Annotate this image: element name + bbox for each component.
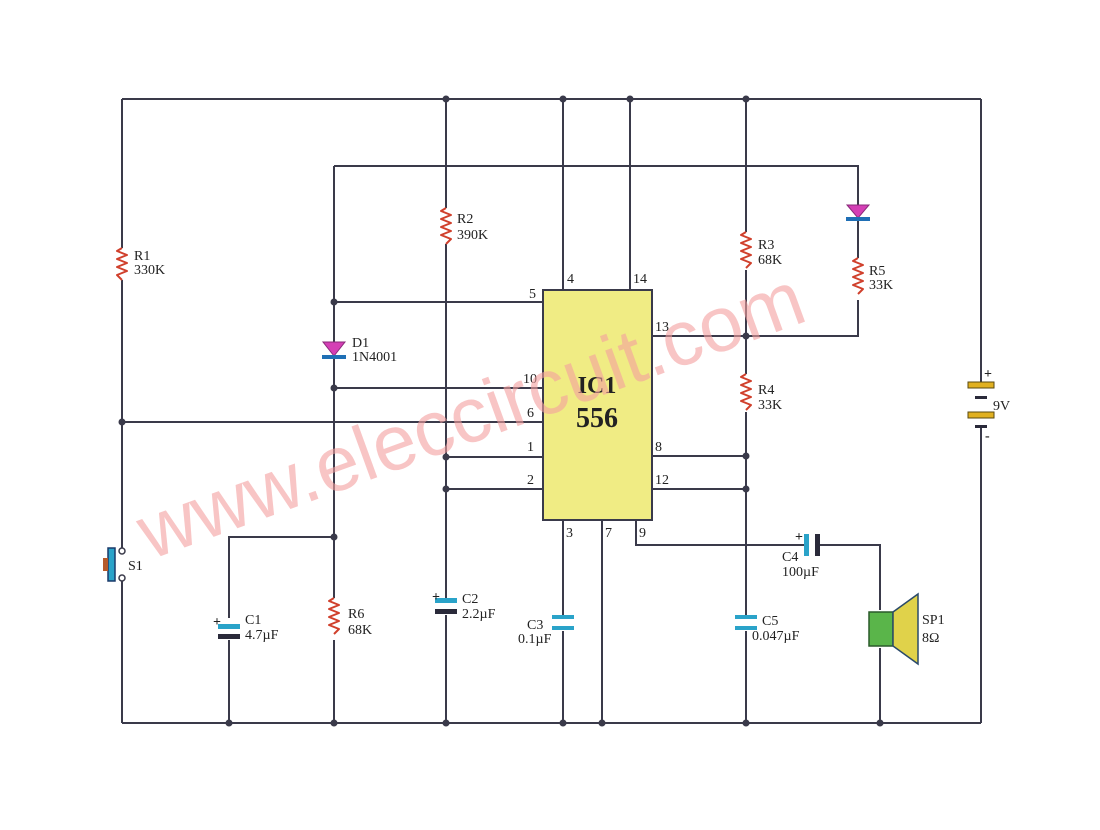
- c4-value: 100µF: [782, 565, 819, 580]
- r4-value: 33K: [758, 398, 782, 413]
- diode-d1: D1 1N4001: [321, 336, 397, 365]
- resistor-r2: R2 390K: [440, 207, 488, 245]
- resistor-icon: [116, 247, 128, 281]
- c1-value: 4.7µF: [245, 628, 279, 643]
- junction-dots: [118, 95, 884, 727]
- resistor-icon: [740, 373, 752, 411]
- c2-value: 2.2µF: [462, 607, 496, 622]
- r3-ref: R3: [758, 238, 774, 253]
- capacitor-c3: C3 0.1µF: [518, 615, 574, 647]
- capacitor-c4: + C4 100µF: [782, 530, 820, 580]
- wires: [121, 98, 982, 724]
- pin-14-label: 14: [633, 272, 647, 287]
- r4-ref: R4: [758, 383, 774, 398]
- r1-ref: R1: [134, 249, 150, 264]
- pin-10-label: 10: [523, 372, 537, 387]
- r2-value: 390K: [457, 228, 488, 243]
- pin-4-label: 4: [567, 272, 574, 287]
- c1-ref: C1: [245, 613, 261, 628]
- speaker-icon: [868, 592, 919, 666]
- capacitor-icon: +: [795, 530, 820, 556]
- capacitor-c5: C5 0.047µF: [735, 614, 800, 644]
- pin-1-label: 1: [527, 440, 534, 455]
- pin-5-label: 5: [529, 287, 536, 302]
- r2-ref: R2: [457, 212, 473, 227]
- diode-icon: [321, 341, 347, 359]
- ic1-chip: IC1 556: [542, 289, 653, 521]
- r5-value: 33K: [869, 278, 893, 293]
- capacitor-icon: [735, 615, 757, 630]
- battery-plus: +: [984, 367, 992, 382]
- resistor-icon: [328, 597, 340, 635]
- r5-ref: R5: [869, 264, 885, 279]
- c2-plus: +: [432, 590, 440, 605]
- diode-icon: [845, 204, 871, 221]
- r1-value: 330K: [134, 263, 165, 278]
- c2-ref: C2: [462, 592, 478, 607]
- r6-ref: R6: [348, 607, 364, 622]
- resistor-icon: [440, 207, 452, 245]
- r6-value: 68K: [348, 623, 372, 638]
- c4-plus: +: [795, 530, 803, 545]
- switch-icon: [103, 547, 126, 582]
- capacitor-icon: +: [432, 590, 457, 614]
- c5-value: 0.047µF: [752, 629, 800, 644]
- resistor-r4: R4 33K: [740, 373, 782, 413]
- pin-2-label: 2: [527, 473, 534, 488]
- s1-ref: S1: [128, 559, 143, 574]
- c4-ref: C4: [782, 550, 798, 565]
- ic-part-label: 556: [576, 403, 618, 434]
- pin-8-label: 8: [655, 440, 662, 455]
- c3-value: 0.1µF: [518, 632, 552, 647]
- capacitor-icon: +: [213, 615, 240, 639]
- capacitor-c1: + C1 4.7µF: [213, 613, 279, 643]
- diode-d2: [845, 204, 871, 221]
- d1-ref: D1: [352, 336, 369, 351]
- d1-value: 1N4001: [352, 350, 397, 365]
- speaker-sp1: SP1 8Ω: [868, 592, 945, 666]
- pin-numbers: 4 14 5 13 10 6 1 8 2 12 3 7 9: [523, 272, 669, 541]
- c1-plus: +: [213, 615, 221, 630]
- capacitor-c2: + C2 2.2µF: [432, 590, 496, 622]
- pin-7-label: 7: [605, 526, 612, 541]
- battery-icon: [967, 381, 995, 428]
- resistor-icon: [852, 257, 864, 295]
- resistor-r5: R5 33K: [852, 257, 893, 295]
- pin-6-label: 6: [527, 406, 534, 421]
- sp1-ref: SP1: [922, 613, 945, 628]
- pin-3-label: 3: [566, 526, 573, 541]
- capacitor-icon: [552, 615, 574, 630]
- switch-s1: S1: [103, 547, 143, 582]
- resistor-icon: [740, 231, 752, 269]
- resistor-r1: R1 330K: [116, 247, 165, 281]
- c5-ref: C5: [762, 614, 778, 629]
- battery-minus: -: [985, 429, 990, 444]
- pin-12-label: 12: [655, 473, 669, 488]
- ic-ref-label: IC1: [578, 373, 617, 399]
- resistor-r6: R6 68K: [328, 597, 372, 638]
- battery-value: 9V: [993, 399, 1010, 414]
- c3-ref: C3: [527, 618, 543, 633]
- resistor-r3: R3 68K: [740, 231, 782, 269]
- sp1-value: 8Ω: [922, 631, 939, 646]
- pin-9-label: 9: [639, 526, 646, 541]
- battery-9v: + 9V -: [967, 367, 1010, 444]
- r3-value: 68K: [758, 253, 782, 268]
- pin-13-label: 13: [655, 320, 669, 335]
